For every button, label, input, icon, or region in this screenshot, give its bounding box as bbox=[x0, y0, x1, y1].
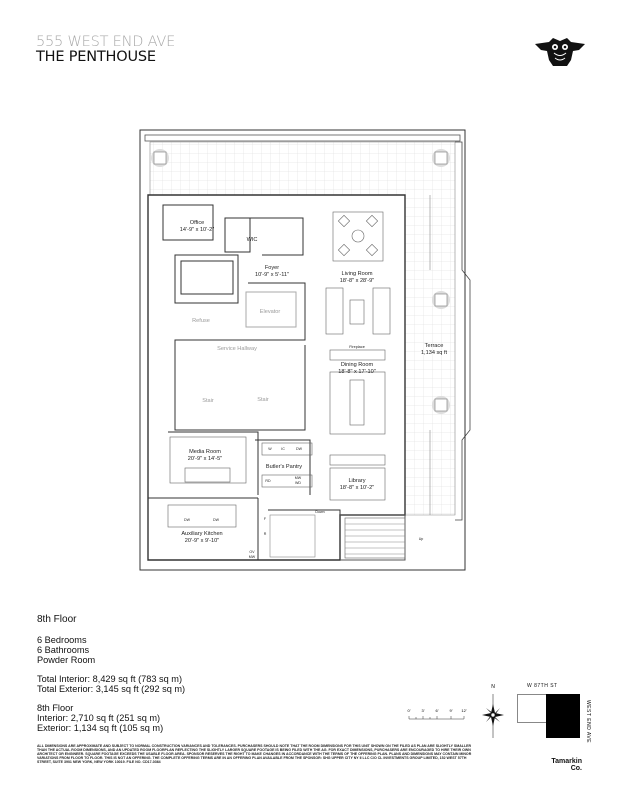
room-terrace: Terrace bbox=[425, 343, 444, 349]
room-media-dims: 20'-9" x 14'-5" bbox=[188, 456, 222, 462]
room-service-hallway: Service Hallway bbox=[217, 346, 257, 352]
room-stair: Stair bbox=[202, 398, 214, 404]
scale-tick: 6' bbox=[436, 708, 439, 713]
room-auxiliary-kitchen-dims: 20'-9" x 9'-10" bbox=[185, 538, 219, 544]
room-library-dims: 18'-8" x 10'-2" bbox=[340, 485, 374, 491]
room-dining-dims: 18'-8" x 17'-10" bbox=[338, 369, 376, 375]
room-stair: Stair bbox=[257, 397, 269, 403]
owl-logo-icon bbox=[535, 38, 585, 66]
avenue-label: WEST END AVE bbox=[585, 700, 591, 744]
stair-down-label: Down bbox=[315, 510, 324, 514]
fixture-mw: MW bbox=[249, 555, 256, 559]
room-library: Library bbox=[348, 478, 365, 484]
location-block bbox=[517, 694, 547, 723]
fixture-mw: MW bbox=[295, 476, 302, 480]
fixture-f: F bbox=[264, 517, 267, 521]
compass: N bbox=[482, 684, 504, 738]
room-living: Living Room bbox=[341, 271, 372, 277]
room-fireplace: Fireplace bbox=[349, 345, 365, 349]
room-auxiliary-kitchen: Auxiliary Kitchen bbox=[181, 531, 222, 537]
room-foyer: Foyer bbox=[265, 265, 279, 271]
room-terrace-area: 1,134 sq ft bbox=[421, 350, 448, 356]
fixture-r: R bbox=[264, 532, 267, 536]
feature-powder-room: Powder Room bbox=[37, 655, 96, 665]
fixture-dw: DW bbox=[213, 518, 220, 522]
brand-name: Tamarkin Co. bbox=[551, 758, 582, 772]
north-label: N bbox=[491, 684, 495, 690]
floor-stats-label: 8th Floor bbox=[37, 703, 74, 713]
room-living-dims: 18'-8" x 28'-9" bbox=[340, 278, 374, 284]
street-label: W 87TH ST bbox=[527, 683, 558, 689]
fixture-w: W bbox=[268, 447, 272, 451]
building-address: 555 WEST END AVE bbox=[36, 34, 176, 50]
totals: Total Interior: 8,429 sq ft (783 sq m) T… bbox=[37, 674, 185, 694]
room-foyer-dims: 10'-9" x 5'-11" bbox=[255, 272, 289, 278]
floor-heading: 8th Floor bbox=[37, 614, 77, 625]
room-refuse: Refuse bbox=[192, 318, 210, 324]
room-office-dims: 14'-9" x 10'-2" bbox=[180, 227, 214, 233]
floor-plan: Office 14'-9" x 10'-2" WIC Foyer 10'-9" … bbox=[139, 129, 471, 571]
fixture-dw: DW bbox=[184, 518, 191, 522]
page-title: THE PENTHOUSE bbox=[36, 49, 156, 65]
scale-bar: 0' 3' 6' 9' 12' bbox=[408, 708, 467, 720]
room-labels: Office 14'-9" x 10'-2" WIC Foyer 10'-9" … bbox=[180, 220, 448, 544]
floor-stats: 8th Floor Interior: 2,710 sq ft (251 sq … bbox=[37, 703, 163, 733]
fixture-rd: RD bbox=[265, 479, 271, 483]
floor-exterior: Exterior: 1,134 sq ft (105 sq m) bbox=[37, 723, 164, 733]
building-location-block bbox=[546, 694, 580, 738]
total-exterior: Total Exterior: 3,145 sq ft (292 sq m) bbox=[37, 684, 186, 694]
compass-star-icon bbox=[482, 694, 504, 738]
room-butlers-pantry: Butler's Pantry bbox=[266, 464, 302, 470]
room-media: Media Room bbox=[189, 449, 221, 455]
terrace bbox=[144, 134, 471, 521]
feature-bedrooms: 6 Bedrooms bbox=[37, 635, 87, 645]
fixture-labels: W IC DW RD MW WD DW DW F R OV MW Down Up bbox=[184, 447, 423, 559]
scale-tick: 9' bbox=[450, 708, 453, 713]
room-elevator: Elevator bbox=[260, 309, 281, 315]
room-office: Office bbox=[190, 220, 205, 226]
fixture-ic: IC bbox=[281, 447, 285, 451]
features-list: 6 Bedrooms 6 Bathrooms Powder Room bbox=[37, 635, 95, 665]
total-interior: Total Interior: 8,429 sq ft (783 sq m) bbox=[37, 674, 183, 684]
room-dining: Dining Room bbox=[341, 362, 374, 368]
scale-tick: 12' bbox=[461, 708, 466, 713]
room-wic: WIC bbox=[247, 237, 258, 243]
floor-interior: Interior: 2,710 sq ft (251 sq m) bbox=[37, 713, 161, 723]
disclaimer: All dimensions are approximate and subje… bbox=[37, 744, 472, 765]
feature-bathrooms: 6 Bathrooms bbox=[37, 645, 90, 655]
scale-tick: 0' bbox=[408, 708, 411, 713]
fixture-wd: WD bbox=[295, 481, 301, 485]
stair-up-label: Up bbox=[419, 537, 424, 541]
fixture-ov: OV bbox=[249, 550, 255, 554]
scale-tick: 3' bbox=[422, 708, 425, 713]
fixture-dw: DW bbox=[296, 447, 303, 451]
